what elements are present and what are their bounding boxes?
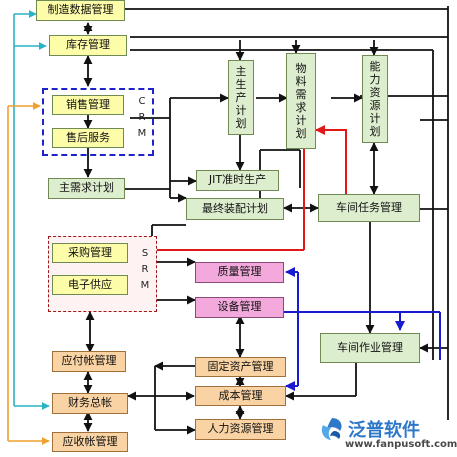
purchasing-node[interactable]: 采购管理 [52,243,128,263]
jit-production-node[interactable]: JIT准时生产 [196,170,279,191]
e-supply-node[interactable]: 电子供应 [52,275,128,295]
left-bus-lines [13,10,50,410]
master-demand-plan-node[interactable]: 主需求计划 [48,178,125,199]
final-assembly-plan-node[interactable]: 最终装配计划 [186,198,284,220]
finance-bus-lines [7,102,50,445]
main-production-plan-node[interactable]: 主生产计划 [228,60,254,135]
material-requirement-plan-label: 物料需求计划 [295,62,307,140]
fanpu-swirl-logo-icon [321,418,342,440]
logo-brand-name: 泛普软件 [348,420,420,441]
hr-management-node[interactable]: 人力资源管理 [195,419,286,440]
quality-management-node[interactable]: 质量管理 [195,262,284,283]
workshop-operation-node[interactable]: 车间作业管理 [320,333,420,363]
crm-group [42,88,154,156]
equipment-management-node[interactable]: 设备管理 [195,297,284,318]
material-requirement-plan-node[interactable]: 物料需求计划 [286,53,316,149]
quality-link-lines [284,267,441,391]
capacity-resource-plan-node[interactable]: 能力资源计划 [362,55,388,143]
inventory-node[interactable]: 库存管理 [49,35,127,56]
after-sales-node[interactable]: 售后服务 [52,128,124,148]
receivables-node[interactable]: 应收帐管理 [52,432,128,452]
manufacturing-data-node[interactable]: 制造数据管理 [36,0,125,21]
capacity-resource-plan-label: 能力资源计划 [369,60,381,138]
workshop-task-node[interactable]: 车间任务管理 [318,194,420,222]
sales-node[interactable]: 销售管理 [52,95,124,115]
feedback-lines [131,125,347,251]
payables-node[interactable]: 应付帐管理 [52,351,126,372]
general-ledger-node[interactable]: 财务总帐 [52,393,128,414]
fanpu-logo: 泛普软件 www.fanpusoft.com [318,414,457,454]
cost-management-node[interactable]: 成本管理 [195,386,286,406]
fixed-assets-node[interactable]: 固定资产管理 [195,357,286,377]
logo-url: www.fanpusoft.com [345,439,457,450]
main-production-plan-label: 主生产计划 [235,65,247,130]
